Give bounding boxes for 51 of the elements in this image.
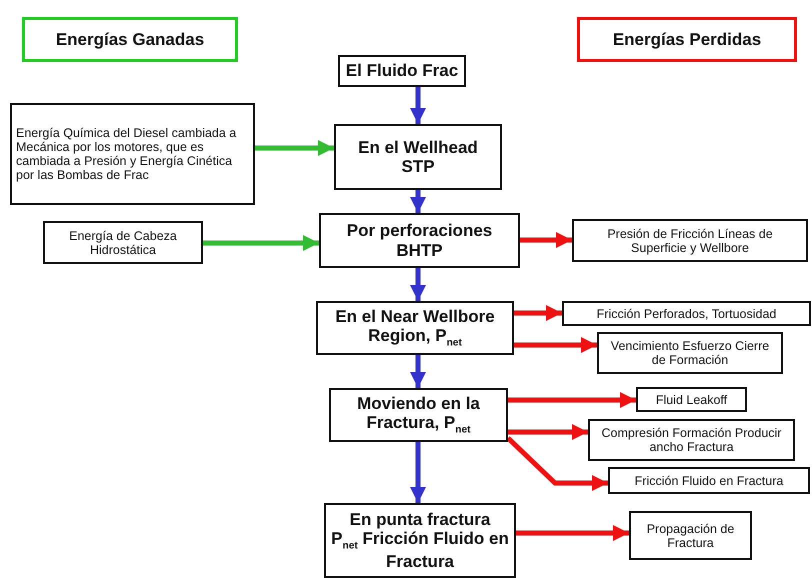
stage-text: P$_{net}$ Fricción Fluido en Fractura (330, 529, 510, 571)
energy-text: Compresión Formación Producir ancho Fractura (600, 426, 782, 454)
energy-box (608, 467, 810, 494)
arrow (514, 337, 597, 353)
energy-text: Fricción Perforados, Tortuosidad (596, 306, 776, 320)
arrow (410, 442, 426, 503)
stage-text: STP (401, 157, 435, 176)
stage-text: BHTP (396, 240, 443, 260)
arrow (516, 525, 629, 541)
arrow (410, 190, 426, 213)
energy-text: Propagación de Fractura (646, 522, 736, 550)
energy-text: Presión de Fricción Líneas de Superficie y Wellbore (606, 226, 774, 254)
heading-box (577, 17, 797, 62)
energy-text: Energía de Cabeza Hidrostática (68, 228, 178, 256)
arrow (514, 305, 562, 321)
arrow (410, 87, 426, 124)
energy-box (572, 219, 808, 262)
arrow (520, 232, 572, 248)
process-box (316, 301, 514, 355)
stage-text: Moviendo en la Fractura, P$_{net}$ (356, 394, 481, 436)
energy-box (597, 332, 783, 374)
process-box (334, 124, 502, 190)
heading-text: Energías Perdidas (612, 30, 762, 50)
energy-text: Fluid Leakoff (656, 392, 728, 406)
arrow (203, 235, 319, 251)
stage-text: Por perforaciones (346, 221, 492, 240)
energy-text: Vencimiento Esfuerzo Cierre de Formación (610, 339, 770, 367)
stage-text: En el Wellhead (358, 138, 478, 157)
heading-text: Energías Ganadas (56, 30, 204, 50)
energy-box (10, 103, 255, 205)
energy-box (562, 301, 811, 326)
energy-box (636, 387, 747, 412)
energy-text: Energía Química del Diesel cambiada a Mecánica por los motores, que es cambiada a Presión y Energía Cinética por las Bombas de Frac (16, 126, 238, 182)
process-box (338, 55, 466, 87)
energy-box (588, 419, 795, 461)
process-box (329, 388, 508, 442)
energy-box (629, 511, 752, 560)
stage-text: En el Near Wellbore Region, P$_{net}$ (334, 307, 496, 349)
process-box (319, 213, 520, 268)
process-box (324, 503, 516, 578)
arrow (410, 355, 426, 388)
arrow (506, 436, 608, 491)
arrow (410, 268, 426, 301)
stage-text: En punta fractura (350, 510, 490, 530)
arrow (508, 392, 636, 408)
arrow (255, 140, 334, 156)
energy-text: Fricción Fluido en Fractura (634, 474, 784, 488)
stage-text: El Fluido Frac (346, 61, 458, 81)
heading-box (22, 17, 238, 62)
energy-box (43, 221, 203, 264)
arrow (508, 424, 588, 440)
